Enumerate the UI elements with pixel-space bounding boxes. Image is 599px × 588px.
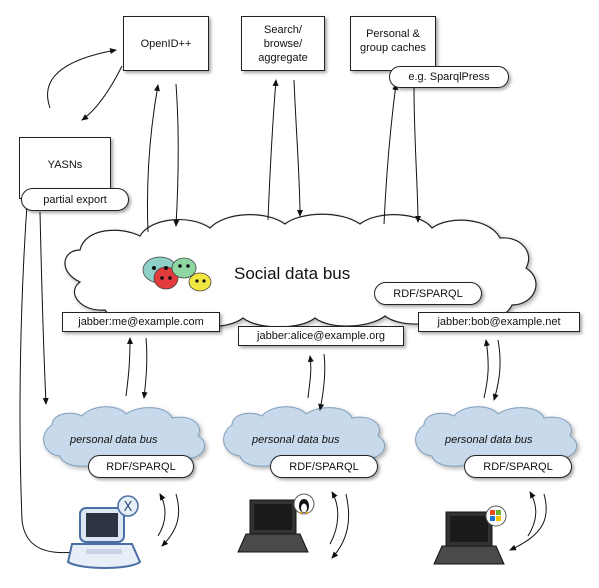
jabber-id-alice-label: jabber:alice@example.org [257,330,385,342]
social-data-bus-title: Social data bus [234,264,351,283]
personal-data-bus-cloud-2 [223,406,386,469]
mac-os-x-icon: X [117,495,139,517]
search-browse-aggregate-label: Search/ browse/ aggregate [258,23,308,64]
sparqlpress-label: e.g. SparqlPress [408,71,490,83]
partial-export-label: partial export [43,193,107,206]
personal-bus-protocol-pill-1: RDF/SPARQL [88,455,194,478]
openid-label: OpenID++ [140,37,192,50]
social-bus-protocol-label: RDF/SPARQL [393,287,463,300]
svg-text:X: X [124,500,133,515]
social-bus-protocol-pill: RDF/SPARQL [374,282,482,305]
linux-tux-icon [293,493,315,515]
personal-data-bus-label-3: personal data bus [445,434,533,446]
personal-bus-protocol-pill-3: RDF/SPARQL [464,455,572,478]
linux-laptop-icon [237,499,309,553]
jabber-id-bob-label: jabber:bob@example.net [437,316,561,328]
windows-laptop-icon [433,511,505,565]
personal-bus-protocol-label-1: RDF/SPARQL [106,460,176,473]
personal-bus-protocol-label-3: RDF/SPARQL [483,460,553,473]
ibook-laptop-icon [66,507,142,569]
partial-export-pill: partial export [21,188,129,211]
personal-group-caches-box: Personal & group caches [350,16,436,71]
windows-logo-icon [485,505,507,527]
jabber-id-me: jabber:me@example.com [62,312,220,332]
social-faces-logo-icon [142,256,212,292]
personal-bus-protocol-pill-2: RDF/SPARQL [270,455,378,478]
openid-box: OpenID++ [123,16,209,71]
sparqlpress-pill: e.g. SparqlPress [389,66,509,88]
personal-data-bus-label-2: personal data bus [252,434,340,446]
personal-data-bus-label-1: personal data bus [70,434,158,446]
personal-bus-protocol-label-2: RDF/SPARQL [289,460,359,473]
jabber-id-bob: jabber:bob@example.net [418,312,580,332]
yasns-label: YASNs [47,159,83,171]
personal-group-caches-label: Personal & group caches [359,28,427,54]
jabber-id-me-label: jabber:me@example.com [78,316,204,328]
personal-data-bus-cloud-3 [415,406,578,469]
search-browse-aggregate-box: Search/ browse/ aggregate [241,16,325,71]
jabber-id-alice: jabber:alice@example.org [238,326,404,346]
personal-data-bus-cloud-1 [43,406,206,469]
